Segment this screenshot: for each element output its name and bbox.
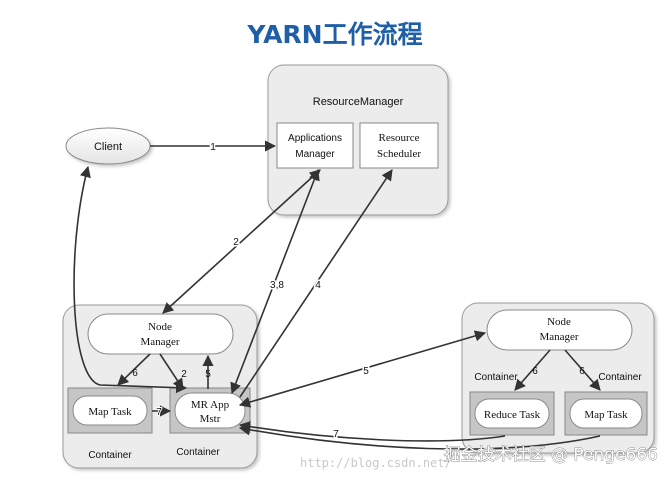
left-node-manager-label-line2: Manager (140, 336, 179, 348)
edge-6-right-a (514, 349, 551, 391)
edge-label-7-left: 7 (156, 407, 162, 418)
map-task-left (72, 395, 148, 426)
left-node-manager-label-line1: Node (148, 321, 172, 333)
left-node-manager (87, 313, 234, 355)
mr-app-master-label-line1: MR App (191, 399, 230, 411)
edge-label-5-right: 5 (363, 366, 369, 377)
map-task-left-label: Map Task (88, 406, 132, 418)
container-label-right-right: Container (598, 372, 642, 383)
right-node-manager-label-line1: Node (547, 316, 571, 328)
client-label: Client (94, 141, 122, 153)
edge-6-right-b (564, 349, 601, 391)
edge-label-5-small: 5 (205, 369, 211, 380)
reduce-task-label: Reduce Task (484, 409, 541, 421)
reduce-task (474, 398, 550, 429)
mr-app-master (174, 392, 246, 429)
resource-manager-label: ResourceManager (313, 96, 404, 108)
applications-manager-label-line1: Applications (288, 133, 342, 144)
resource-scheduler-label-line2: Scheduler (377, 148, 421, 160)
edge-label-6-left: 6 (132, 368, 138, 379)
edge-label-1: 1 (210, 142, 216, 153)
edge-7-bottom-a (238, 421, 506, 442)
edge-label-3-8: 3,8 (270, 280, 284, 291)
watermark-text: 掘金技术社区 @ Penge666 (444, 445, 658, 465)
edge-label-6-right-b: 6 (579, 366, 585, 377)
resource-scheduler-box (359, 122, 439, 169)
edge-7-bottom-b (238, 424, 601, 450)
container-label-bottom-left: Container (88, 450, 132, 461)
map-task-right (569, 398, 643, 429)
edge-label-2: 2 (233, 237, 239, 248)
container-label-bottom-mid: Container (176, 447, 220, 458)
edge-client-to-mr-app (73, 165, 188, 394)
edge-2-small (159, 353, 184, 390)
mr-app-master-label-line2: Mstr (200, 413, 221, 425)
edge-6-left (117, 353, 151, 386)
edge-label-7-bottom: 7 (333, 429, 339, 440)
watermark-url: http://blog.csdn.net/ (300, 456, 452, 470)
diagram-title: YARN工作流程 (246, 20, 422, 49)
edge-label-2-small: 2 (181, 369, 187, 380)
container-label-right-left: Container (474, 372, 518, 383)
map-task-right-label: Map Task (584, 409, 628, 421)
resource-scheduler-label-line1: Resource (379, 132, 420, 144)
edge-5-right (238, 330, 487, 408)
edge-label-4: 4 (315, 280, 321, 291)
edge-2 (162, 169, 321, 314)
applications-manager-label-line2: Manager (295, 149, 335, 160)
applications-manager-box (276, 122, 354, 169)
right-node-manager (486, 309, 633, 351)
right-node-manager-label-line2: Manager (539, 331, 578, 343)
edge-label-6-right-a: 6 (532, 366, 538, 377)
